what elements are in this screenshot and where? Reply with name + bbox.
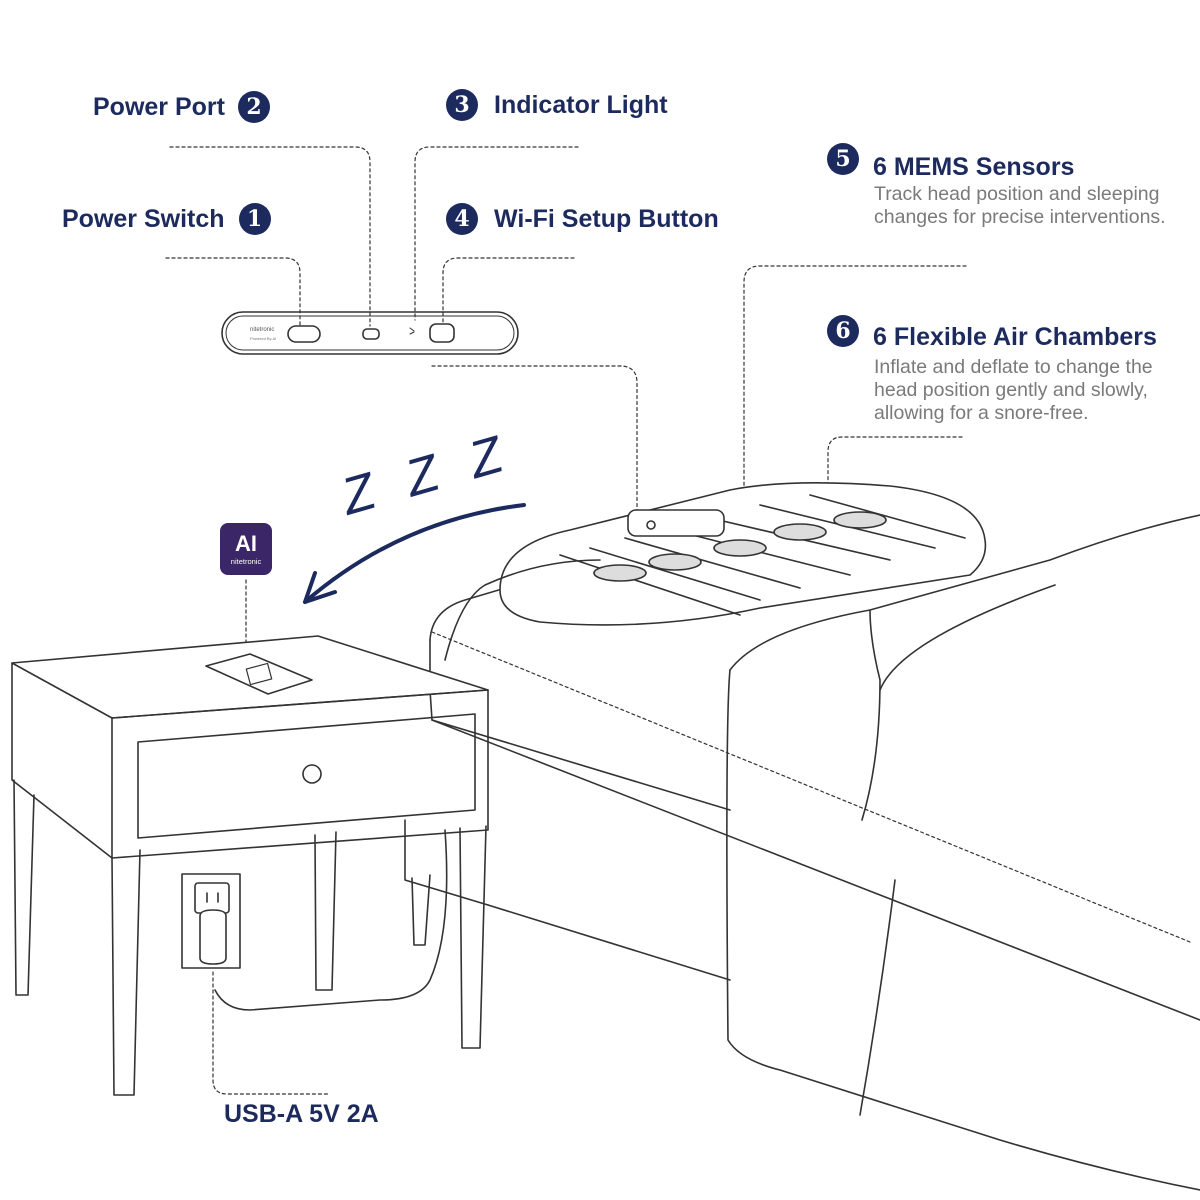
ai-logo-brand: nitetronic bbox=[230, 556, 262, 566]
desc-line: allowing for a snore-free. bbox=[874, 402, 1089, 424]
desc-line: Track head position and sleeping bbox=[874, 183, 1160, 205]
number-badge-1: 1 bbox=[238, 203, 271, 235]
number-badge-3: 3 bbox=[446, 89, 478, 121]
callout-label: Wi-Fi Setup Button bbox=[494, 204, 719, 233]
sleep-arrow bbox=[303, 503, 526, 604]
panel-tagline: Powered By AI bbox=[250, 336, 276, 341]
desc-line: Inflate and deflate to change the bbox=[874, 356, 1153, 378]
pillow bbox=[444, 482, 987, 661]
callout-wifi-setup-button: 4 Wi-Fi Setup Button bbox=[446, 203, 719, 235]
phone bbox=[205, 653, 313, 695]
desc-line: head position gently and slowly, bbox=[874, 379, 1148, 401]
callout-label: Indicator Light bbox=[494, 90, 668, 119]
number-badge-6: 6 bbox=[827, 315, 859, 347]
desc-line: changes for precise interventions. bbox=[874, 206, 1166, 228]
ai-logo-mark: AI bbox=[235, 530, 257, 556]
control-panel bbox=[221, 311, 519, 355]
callout-mems-sensors: 5 6 MEMS Sensors bbox=[827, 143, 1074, 181]
callout-power-port: Power Port 2 bbox=[93, 91, 270, 123]
usb-spec-label: USB-A 5V 2A bbox=[224, 1100, 379, 1128]
nitetronic-ai-logo: AI nitetronic bbox=[220, 523, 272, 575]
callout-label: Power Switch bbox=[62, 204, 225, 233]
leader-lines bbox=[165, 146, 1191, 1095]
callout-label: 6 Flexible Air Chambers bbox=[873, 322, 1157, 351]
number-badge-2: 2 bbox=[237, 91, 270, 123]
nightstand bbox=[11, 635, 489, 1096]
wall-outlet bbox=[181, 873, 241, 969]
panel-brand: nitetronic bbox=[250, 327, 274, 333]
callout-indicator-light: 3 Indicator Light bbox=[446, 89, 668, 121]
air-chambers-description: Inflate and deflate to change the head p… bbox=[874, 356, 1153, 425]
callout-power-switch: Power Switch 1 bbox=[62, 203, 271, 235]
mems-sensors-description: Track head position and sleeping changes… bbox=[874, 183, 1166, 229]
number-badge-5: 5 bbox=[827, 143, 859, 175]
callout-label: Power Port bbox=[93, 92, 225, 121]
bed bbox=[214, 514, 1200, 1191]
number-badge-4: 4 bbox=[446, 203, 478, 235]
callout-air-chambers: 6 6 Flexible Air Chambers bbox=[827, 315, 1157, 351]
callout-label: 6 MEMS Sensors bbox=[873, 152, 1075, 181]
